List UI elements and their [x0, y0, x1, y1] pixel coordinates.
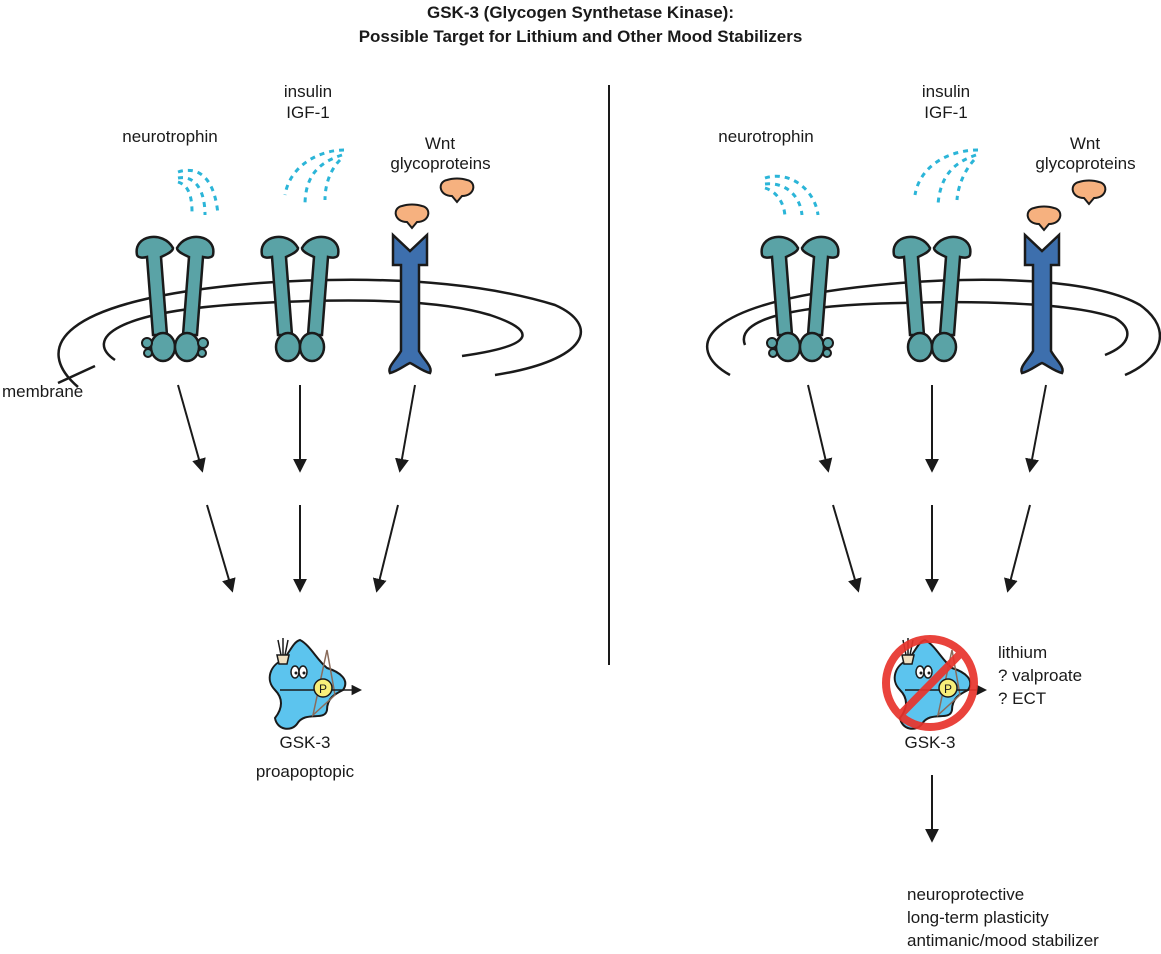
- insulin-receptor: [260, 235, 340, 363]
- insulin-spray: [913, 148, 979, 206]
- right-gsk3-label: GSK-3: [904, 733, 956, 752]
- wnt-ligand-icon: [1026, 205, 1062, 231]
- wnt-ligand-icon: [1071, 179, 1107, 205]
- right-wnt-label: Wnt: [1069, 134, 1101, 153]
- membrane-right: [706, 278, 1161, 377]
- left-wnt-label: Wnt: [424, 134, 456, 153]
- figure-title-line1: GSK-3 (Glycogen Synthetase Kinase):: [426, 3, 735, 22]
- right-panel: [706, 148, 1161, 843]
- proapoptotic-label: proapoptopic: [255, 762, 355, 781]
- left-panel: [57, 148, 583, 729]
- left-insulin-label: insulin: [283, 82, 333, 101]
- wnt-ligand-icon: [394, 203, 430, 229]
- gsk3-enzyme-icon: [270, 638, 360, 729]
- outcome-mood-stabilizer: antimanic/mood stabilizer: [907, 931, 1099, 950]
- left-igf1-label: IGF-1: [286, 103, 330, 122]
- outcome-plasticity: long-term plasticity: [907, 908, 1049, 927]
- right-igf1-label: IGF-1: [924, 103, 968, 122]
- left-gsk3-label: GSK-3: [279, 733, 331, 752]
- neurotrophin-spray: [177, 168, 220, 216]
- membrane-label: membrane: [2, 382, 84, 401]
- insulin-spray: [283, 148, 345, 206]
- right-glycoproteins-label: glycoproteins: [1035, 154, 1136, 173]
- right-insulin-label: insulin: [921, 82, 971, 101]
- neurotrophin-receptor: [762, 237, 839, 361]
- left-neurotrophin-label: neurotrophin: [122, 127, 218, 146]
- right-neurotrophin-label: neurotrophin: [718, 127, 814, 146]
- arrows-left: [177, 384, 416, 593]
- inhibitor-valproate: ? valproate: [998, 666, 1083, 685]
- inhibitor-lithium: lithium: [998, 643, 1048, 662]
- neurotrophin-spray: [764, 174, 820, 219]
- inhibitor-ect: ? ECT: [998, 689, 1047, 708]
- membrane-left: [57, 278, 583, 388]
- arrows-right: [807, 384, 1047, 843]
- prohibition-icon: [882, 635, 978, 731]
- figure-title-line2: Possible Target for Lithium and Other Mo…: [358, 27, 803, 46]
- insulin-receptor: [892, 235, 972, 363]
- left-glycoproteins-label: glycoproteins: [390, 154, 491, 173]
- wnt-ligand-icon: [439, 177, 475, 203]
- outcome-neuroprotective: neuroprotective: [907, 885, 1025, 904]
